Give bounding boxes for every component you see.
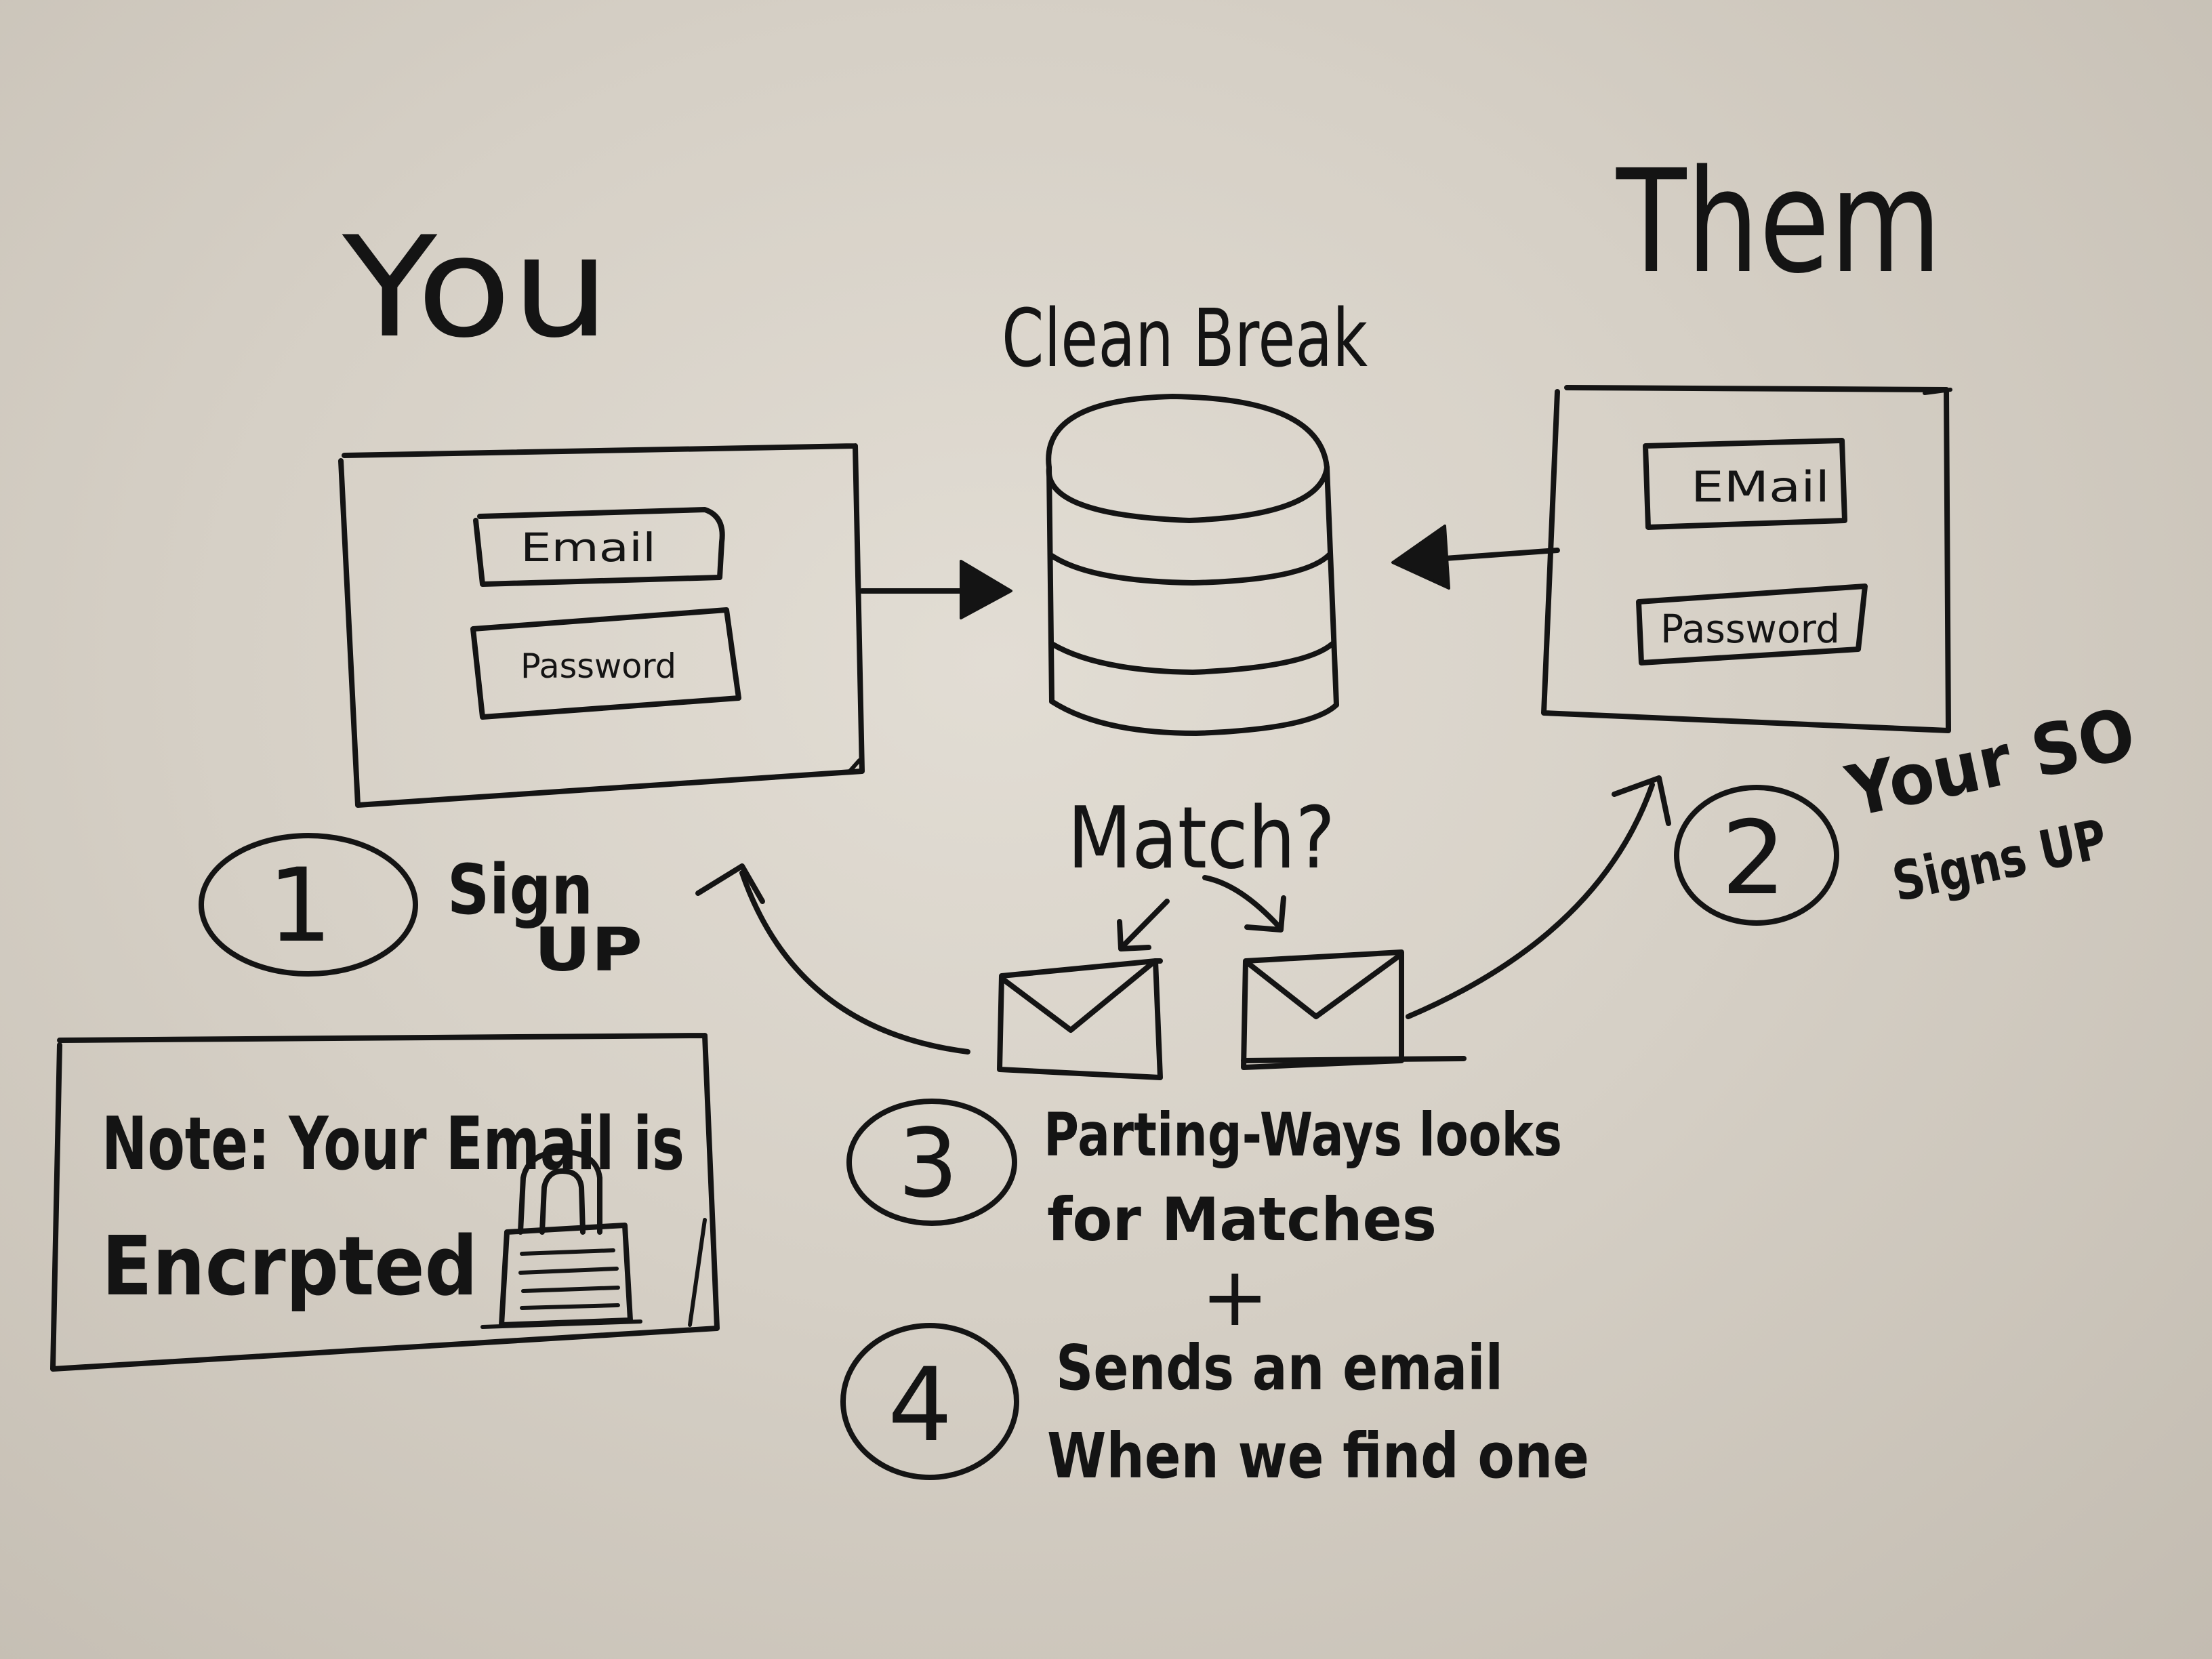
arrow-you-to-database [859, 560, 1012, 619]
step-2-number: 2 [1721, 800, 1786, 918]
step-2-number-circle [1674, 785, 1839, 926]
step-3-number-circle [846, 1099, 1017, 1226]
step-1-text-line-2: UP [534, 915, 642, 985]
them-signup-form: EMail Password [1541, 385, 1952, 733]
step-4-number: 4 [888, 1347, 952, 1465]
you-email-label: Email [520, 525, 656, 571]
step-4-number-circle [840, 1323, 1019, 1480]
step-3-text-line-2: for Matches [1047, 1185, 1437, 1254]
step-3-text-line-1: Parting-Ways looks [1044, 1100, 1562, 1170]
them-password-label: Password [1660, 606, 1840, 652]
encryption-note: Note: Your Email is Encrpted [50, 1033, 720, 1372]
you-password-label: Password [520, 647, 676, 686]
them-email-field: EMail [1643, 438, 1847, 530]
heading-you: You [342, 207, 610, 369]
padlock-icon [480, 1149, 642, 1329]
heading-clean-break: Clean Break [1002, 291, 1368, 385]
step-4-text-line-2: When we find one [1047, 1420, 1589, 1492]
step-2-text-line-2: Signs UP [1887, 807, 2112, 914]
you-signup-form: Email Password [338, 443, 865, 808]
step-3-number: 3 [898, 1109, 958, 1219]
you-email-field: Email [473, 507, 725, 587]
arrow-envelope-to-you [695, 863, 970, 1054]
envelope-icon [1241, 949, 1467, 1070]
step-3: 3 Parting-Ways looks for Matches [846, 1099, 1562, 1254]
step-1-number: 1 [268, 847, 332, 965]
note-line-1: Note: Your Email is [102, 1102, 684, 1187]
arrow-match-to-envelope-left [1117, 899, 1170, 951]
arrow-match-to-envelope-right [1202, 875, 1286, 933]
step-4-text-line-1: Sends an email [1056, 1332, 1503, 1404]
arrow-envelope-to-them [1406, 775, 1671, 1019]
step-4: 4 Sends an email When we find one [840, 1323, 1589, 1492]
step-1-text-line-1: Sign [447, 850, 593, 930]
plus-sign: + [1201, 1250, 1269, 1345]
note-line-2: Encrpted [102, 1220, 478, 1314]
step-1-number-circle [199, 833, 418, 977]
match-label: Match? [1067, 788, 1335, 888]
envelope-icon [997, 958, 1163, 1080]
you-password-field: Password [470, 607, 741, 720]
database-icon [1046, 394, 1339, 736]
arrow-them-to-database [1391, 525, 1560, 590]
them-password-field: Password [1636, 583, 1868, 665]
step-1: 1 Sign UP [199, 833, 642, 985]
them-email-label: EMail [1691, 462, 1830, 512]
heading-them: Them [1616, 139, 1942, 305]
